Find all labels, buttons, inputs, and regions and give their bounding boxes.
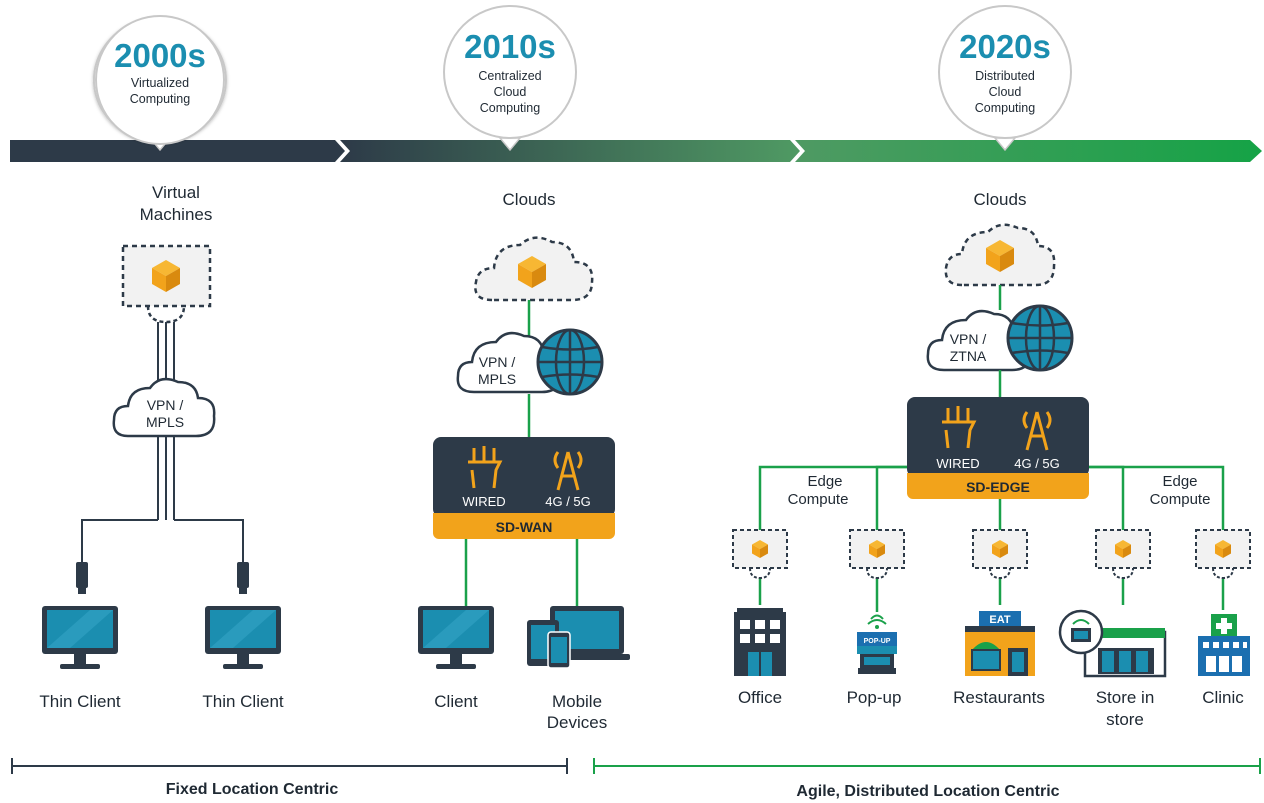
mobile-label: Mobile [552,692,602,711]
store-in-store-icon [1058,609,1167,678]
monitor-icon [205,606,281,669]
cellular-label: 4G / 5G [545,494,591,509]
era-circle-2010s [443,5,577,139]
era-desc: Computing [480,101,540,115]
mobile-devices-icon [527,606,630,669]
era-year: 2020s [959,28,1051,65]
cloud-label: ZTNA [950,348,987,364]
thin-client-label: Thin Client [202,692,284,711]
monitor-icon [42,606,118,669]
clinic-icon [1198,614,1250,676]
timeline-banner [10,140,1262,162]
connector-icon [146,305,186,324]
edge-compute-label: Compute [788,491,849,508]
edge-compute-label: Edge [807,473,842,490]
fixed-bracket [11,758,568,774]
popup-sign: POP-UP [864,638,891,645]
edge-compute-box [972,529,1028,580]
era-desc: Computing [975,101,1035,115]
era-desc: Centralized [478,69,541,83]
vm-label: Virtual [152,183,200,202]
restaurant-icon: EAT [965,611,1035,676]
edge-compute-box [1195,529,1251,580]
site-label-restaurants: Restaurants [953,688,1045,707]
wired-label: WIRED [462,494,505,509]
cell-tower-icon [1022,411,1052,451]
site-label-popup: Pop-up [847,688,902,707]
cloud-label: MPLS [146,414,184,430]
cellular-label: 4G / 5G [1014,456,1060,471]
footer-agile-label: Agile, Distributed Location Centric [796,783,1059,800]
era-circle-2000s [95,15,225,145]
sd-wan-label: SD-WAN [496,519,553,535]
era-desc: Virtualized [131,76,189,90]
era-circle-2020s [938,5,1072,139]
clouds-label: Clouds [503,190,556,209]
cloud-label: VPN / [147,397,184,413]
ethernet-plug-icon [237,562,249,594]
popup-stand-icon: POP-UP [857,614,897,674]
edge-compute-label: Compute [1150,491,1211,508]
footer-fixed-label: Fixed Location Centric [166,781,339,798]
cloud-label: VPN / [950,331,987,347]
edge-compute-box [732,529,788,580]
wired-icon [942,406,977,449]
edge-compute-box [1095,529,1151,580]
wired-icon [468,446,503,489]
mobile-label: Devices [547,713,607,732]
sd-edge-label: SD-EDGE [966,479,1030,495]
globe-icon [1006,304,1074,372]
vpn-mpls-cloud [112,377,216,438]
edge-compute-box [849,529,905,580]
monitor-icon [418,606,494,669]
ethernet-plug-icon [76,562,88,594]
era-desc: Cloud [989,85,1022,99]
sd-edge-device [907,397,1089,499]
globe-icon [536,328,604,396]
office-building-icon [734,608,786,676]
eat-sign: EAT [989,614,1010,626]
cloud-label: MPLS [478,371,516,387]
edge-links [758,465,1225,612]
site-label-office: Office [738,688,782,707]
era-desc: Cloud [494,85,527,99]
cloud-label: VPN / [479,354,516,370]
site-label-clinic: Clinic [1202,688,1244,707]
vm-label: Machines [140,205,213,224]
client-label: Client [434,692,478,711]
cell-tower-icon [553,451,583,491]
thin-client-label: Thin Client [39,692,121,711]
edge-compute-label: Edge [1162,473,1197,490]
era-desc: Distributed [975,69,1035,83]
wired-label: WIRED [936,456,979,471]
era-year: 2000s [114,37,206,74]
virtual-machine-box [121,244,212,308]
era-desc: Computing [130,92,190,106]
agile-bracket [593,758,1261,774]
era-year: 2010s [464,28,556,65]
site-label-store: Store in [1096,688,1155,707]
clouds-label: Clouds [974,190,1027,209]
site-label-store: store [1106,710,1144,729]
